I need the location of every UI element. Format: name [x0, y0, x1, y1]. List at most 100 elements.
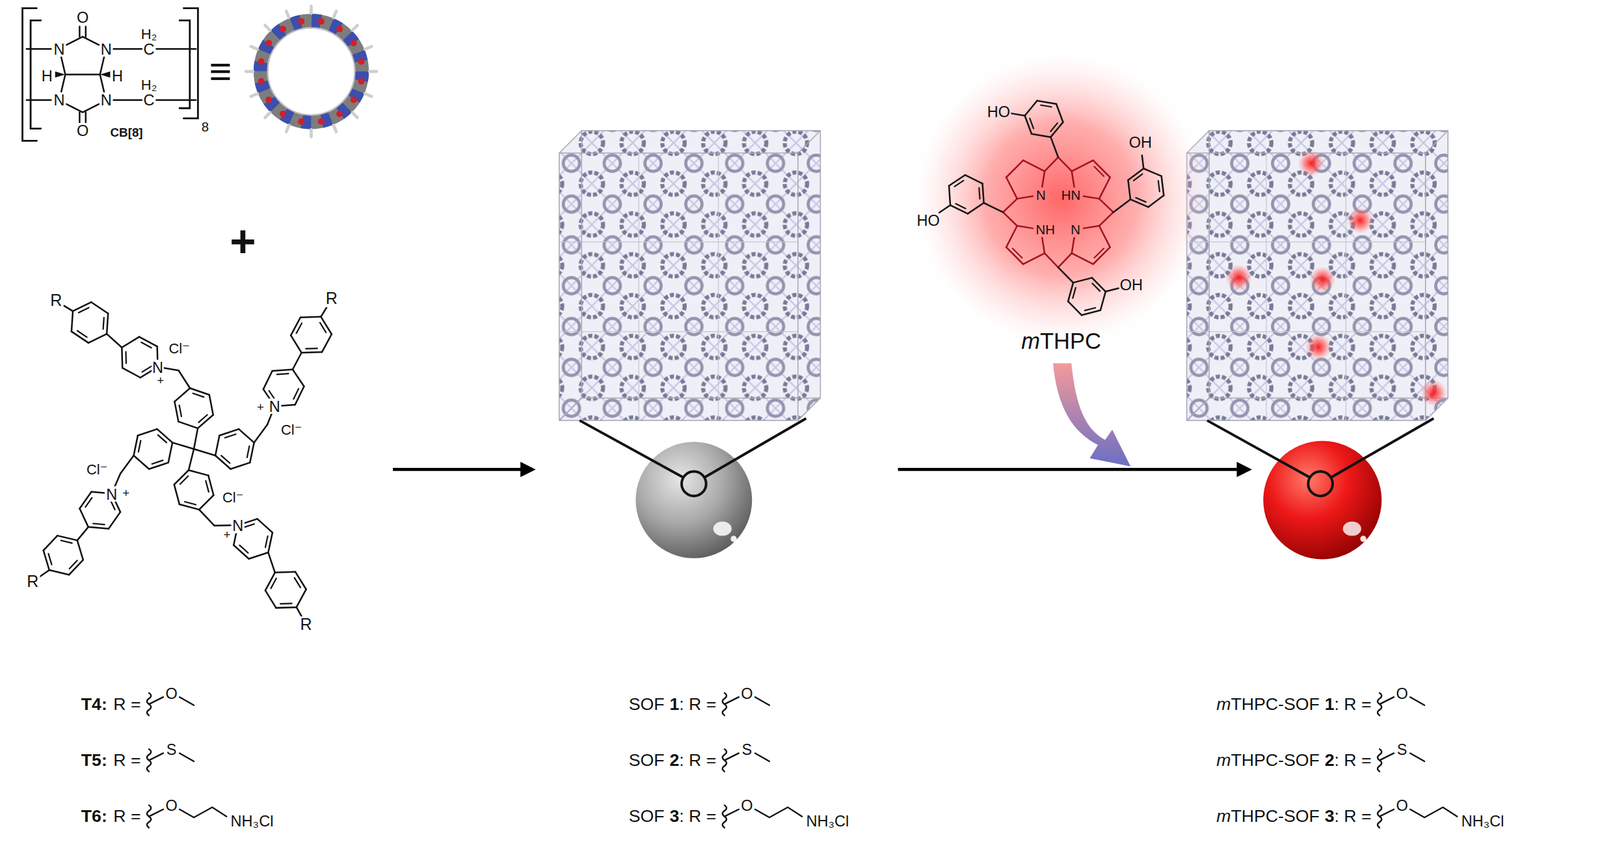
hydroxyl-label: HO — [987, 103, 1011, 120]
sphere-highlight — [730, 535, 737, 542]
bond-line — [1058, 267, 1074, 283]
bond-line — [174, 388, 190, 402]
r-group-label: R — [324, 290, 339, 307]
r-group-label-group: R — [26, 573, 40, 590]
ring-hydrogen — [333, 11, 337, 18]
aminoethoxy-group — [146, 804, 227, 828]
bond-line — [1092, 282, 1100, 291]
hydroxyl-label: HO — [917, 212, 940, 228]
ring-hydrogen — [286, 124, 289, 132]
loaded-dot — [1225, 264, 1253, 291]
atom-label: NH₃Cl — [1461, 812, 1505, 828]
bond-line — [948, 186, 951, 206]
loading-arrow — [1053, 362, 1131, 466]
bond-line — [184, 501, 196, 505]
bond-line — [292, 352, 302, 370]
bond-line — [1092, 277, 1106, 292]
compound-label: T4: — [81, 695, 108, 713]
compound-label-group: T5:R = — [81, 751, 142, 769]
atom-label: H₂ — [141, 77, 157, 92]
atom-label: O — [75, 9, 90, 26]
bond-line — [133, 455, 149, 469]
compound-label: : R = — [1334, 751, 1372, 769]
atom-label: H₂ — [141, 26, 157, 41]
bond-line — [85, 497, 92, 507]
compound-label: THPC — [1040, 330, 1102, 354]
bond-line — [77, 539, 84, 560]
ring-oxygen — [350, 39, 358, 47]
ring-oxygen — [258, 78, 265, 85]
atom-label-group: N — [99, 92, 113, 108]
atom-label: H — [111, 67, 123, 84]
bond-line — [178, 370, 191, 388]
ring-hydrogen — [265, 25, 271, 31]
bond-line — [296, 323, 302, 334]
atom-label-group: N — [150, 359, 164, 375]
atom-label-group: O — [75, 122, 90, 139]
ring-oxygen — [297, 118, 305, 125]
sphere-highlight — [713, 520, 732, 536]
atom-label: S — [166, 740, 177, 757]
bond-line — [1113, 199, 1131, 213]
counterion-label-group: Cl⁻ — [221, 489, 244, 505]
ring-oxygen — [336, 110, 343, 118]
bond-line — [48, 553, 52, 565]
reaction-arrow — [898, 467, 1250, 471]
bond-line — [1058, 253, 1072, 268]
ring-hydrogen — [251, 93, 258, 97]
charge-label: + — [156, 374, 164, 387]
bond-line — [1105, 288, 1119, 292]
atom-label-group: S — [166, 740, 177, 757]
bond-line — [1147, 195, 1164, 207]
bond-line — [1037, 100, 1057, 105]
loaded-dot — [1305, 333, 1333, 361]
charge-label: + — [223, 528, 231, 541]
bond-line — [230, 462, 251, 469]
bond-line — [267, 552, 275, 573]
atom-label: O — [1395, 797, 1408, 814]
r-group-label-group: R — [324, 290, 339, 307]
bond-line — [280, 602, 293, 605]
bond-line — [174, 401, 179, 422]
bond-line — [978, 187, 980, 200]
molecule-bonds — [40, 100, 1165, 617]
bond-line — [295, 386, 305, 405]
ring-oxygen — [357, 78, 365, 85]
bond-line — [215, 455, 231, 469]
atom-label-group: N — [267, 398, 281, 414]
bond-line — [939, 204, 951, 213]
bond-line — [168, 442, 173, 463]
carbonyl-bond — [79, 112, 86, 123]
r-group-label: R — [49, 292, 64, 309]
atom-label-group: H — [41, 67, 53, 84]
bond-line — [294, 577, 301, 588]
bond-line — [152, 459, 164, 464]
bond-line — [124, 351, 127, 364]
bond-line — [72, 301, 92, 311]
ring-atoms — [245, 5, 377, 137]
cube-grid-line — [559, 152, 799, 421]
bond-line — [209, 394, 214, 415]
compound-label: 1 — [669, 695, 680, 713]
bond-line — [1041, 237, 1045, 254]
bond-line — [120, 455, 134, 474]
ring-hydrogen — [286, 11, 289, 18]
zoom-lines — [579, 418, 1434, 496]
bond-line — [215, 435, 220, 456]
ring-inner-edge — [267, 27, 356, 116]
bond-line — [238, 428, 254, 443]
bond-line — [1058, 157, 1072, 172]
bond-line — [965, 174, 983, 184]
charge-label: + — [256, 401, 265, 414]
atom-label-group: N — [99, 41, 113, 58]
atom-label-group: N — [231, 517, 245, 533]
compound-label-group: SOF3: R = — [628, 807, 717, 825]
atom-label-group: O — [75, 9, 90, 26]
charge-label-group: + — [122, 487, 130, 500]
bond-line — [1071, 160, 1094, 172]
compound-label: THPC-SOF — [1230, 695, 1320, 713]
bond-line — [88, 333, 107, 343]
hydroxyl-label-group: OH — [1129, 134, 1152, 151]
bond-line — [270, 578, 276, 589]
counterion-label: Cl⁻ — [221, 489, 244, 505]
